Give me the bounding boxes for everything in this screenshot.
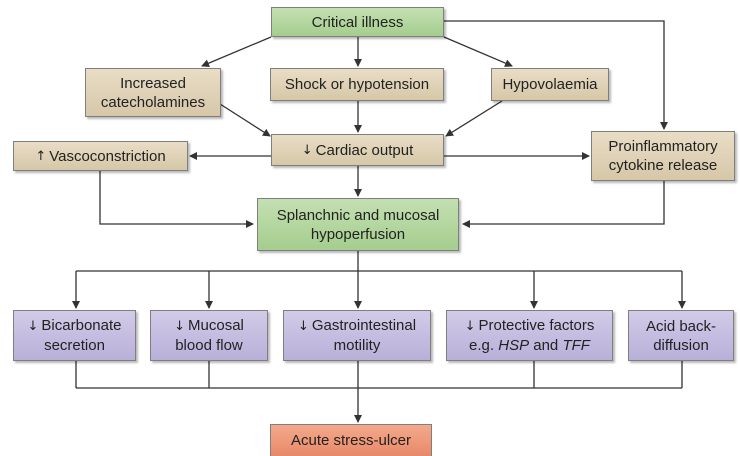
node-acute-stress-ulcer: Acute stress-ulcer bbox=[270, 424, 432, 456]
node-label-line1: Proinflammatory bbox=[608, 138, 718, 155]
node-shock-hypotension: Shock or hypotension bbox=[270, 68, 444, 101]
node-hypovolaemia: Hypovolaemia bbox=[491, 68, 609, 101]
node-label: Hypovolaemia bbox=[502, 76, 598, 93]
node-label: Critical illness bbox=[311, 13, 404, 31]
node-label-line2: motility bbox=[333, 337, 381, 354]
arrow-critical-to-proinflammatory bbox=[444, 20, 668, 130]
node-mucosal-blood-flow: ↓Mucosal blood flow bbox=[150, 310, 268, 361]
arrow-proinflammatory-to-splanchnic bbox=[462, 181, 665, 228]
arrow-catecholamines-to-cardiac bbox=[219, 103, 271, 137]
node-label-line2: blood flow bbox=[175, 337, 243, 354]
node-label-line1: Increased bbox=[120, 74, 186, 92]
node-vasoconstriction: ↑ Vascoconstriction bbox=[13, 141, 188, 171]
arrow-critical-to-hypovolaemia bbox=[443, 36, 513, 67]
node-label-line1: ↓Mucosal bbox=[174, 317, 244, 334]
node-cardiac-output: ↓ Cardiac output bbox=[271, 134, 444, 166]
node-label-line1: ↓Gastrointestinal bbox=[297, 317, 417, 334]
node-label-line2: hypoperfusion bbox=[310, 225, 406, 243]
node-acid-backdiffusion: Acid back- diffusion bbox=[628, 310, 734, 361]
node-gastrointestinal-motility: ↓Gastrointestinal motility bbox=[283, 310, 431, 361]
node-label-line2: diffusion bbox=[653, 336, 709, 354]
node-label: Vascoconstriction bbox=[49, 147, 166, 165]
down-arrow-icon: ↓ bbox=[297, 319, 309, 334]
node-bicarbonate-secretion: ↓Bicarbonate secretion bbox=[13, 310, 136, 361]
node-label-line1: Splanchnic and mucosal bbox=[276, 206, 440, 224]
down-arrow-icon: ↓ bbox=[301, 142, 313, 158]
down-arrow-icon: ↓ bbox=[174, 319, 186, 334]
node-label: Shock or hypotension bbox=[284, 76, 430, 93]
down-arrow-icon: ↓ bbox=[464, 319, 476, 334]
node-label-line1: ↓Bicarbonate bbox=[27, 317, 122, 334]
node-splanchnic-hypoperfusion: Splanchnic and mucosal hypoperfusion bbox=[257, 198, 459, 251]
node-label-line2: e.g. HSP and TFF bbox=[469, 337, 590, 354]
node-label-line2: secretion bbox=[44, 337, 105, 354]
arrow-critical-to-catecholamines bbox=[201, 36, 272, 67]
node-increased-catecholamines: Increased catecholamines bbox=[85, 68, 221, 117]
node-protective-factors: ↓Protective factors e.g. HSP and TFF bbox=[446, 310, 613, 361]
node-label-line1: ↓Protective factors bbox=[464, 317, 595, 334]
down-arrow-icon: ↓ bbox=[27, 319, 39, 334]
arrow-vasoconstriction-to-splanchnic bbox=[99, 171, 254, 228]
arrow-hypovolaemia-to-cardiac bbox=[445, 100, 503, 137]
node-label: Acute stress-ulcer bbox=[290, 432, 412, 449]
node-label: Cardiac output bbox=[315, 141, 414, 159]
node-critical-illness: Critical illness bbox=[271, 7, 444, 37]
node-label-line2: catecholamines bbox=[100, 93, 206, 111]
node-label-line2: cytokine release bbox=[608, 157, 718, 174]
node-label-line1: Acid back- bbox=[645, 317, 717, 335]
up-arrow-icon: ↑ bbox=[35, 148, 47, 164]
node-proinflammatory-cytokine: Proinflammatory cytokine release bbox=[591, 131, 735, 181]
